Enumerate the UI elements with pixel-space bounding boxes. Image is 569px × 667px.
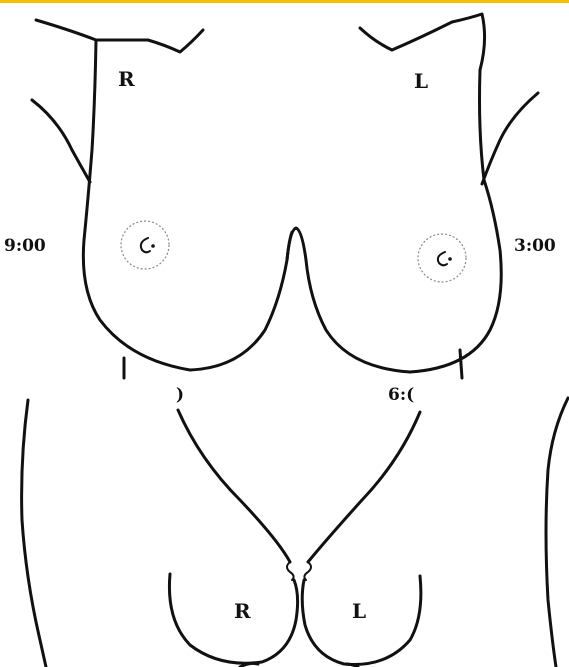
cleavage-outline [287, 228, 306, 260]
lower-right-nipple-notch [287, 562, 294, 580]
lower-right-label: R [234, 599, 251, 623]
right-breast-outline [83, 40, 292, 370]
lower-right-torso-outline [22, 400, 46, 667]
lower-left-chest-line [308, 412, 420, 562]
front-left-label: L [414, 69, 428, 93]
left-breast-outline [306, 70, 501, 372]
lower-view: ) 6:( R L [22, 385, 568, 667]
lower-left-nipple-notch [304, 562, 311, 580]
right-arm-outline [32, 100, 90, 182]
left-arm-outline [482, 93, 538, 184]
left-shoulder-outline [360, 14, 485, 70]
front-view: R L 9:00 3:00 [4, 14, 556, 378]
front-clock-3: 3:00 [514, 236, 556, 256]
lower-clock-6: 6:( [388, 385, 414, 405]
lower-right-chest-line [178, 410, 290, 562]
lower-clock-left: ) [176, 385, 184, 405]
left-nipple-dot [448, 257, 452, 261]
right-marker-circle [121, 221, 169, 269]
left-nipple-icon [438, 252, 447, 265]
left-marker-circle [418, 234, 466, 282]
front-clock-9: 9:00 [4, 236, 46, 256]
front-right-label: R [118, 67, 135, 91]
lower-left-torso-outline [546, 398, 568, 667]
right-shoulder-outline [36, 20, 203, 52]
right-nipple-icon [141, 238, 150, 252]
lower-left-label: L [352, 599, 366, 623]
left-waist-line [460, 350, 462, 378]
right-nipple-dot [151, 244, 155, 248]
